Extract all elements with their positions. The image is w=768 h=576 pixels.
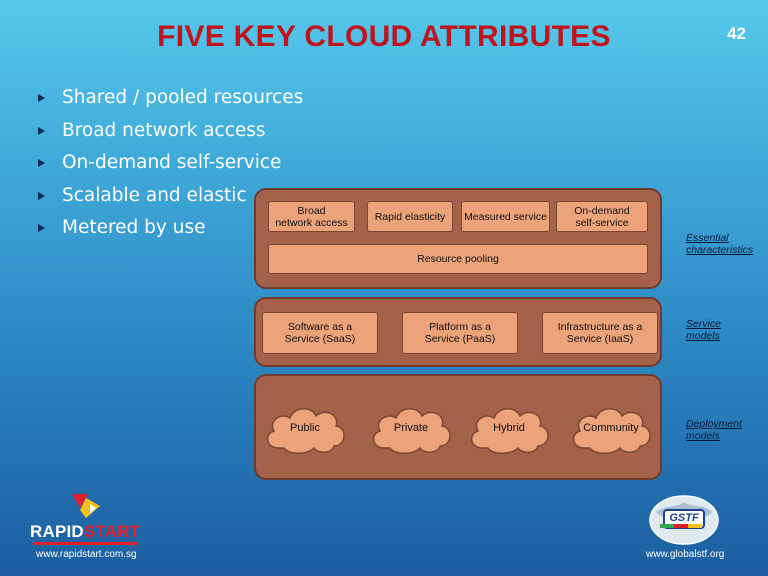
public-cloud: Public bbox=[262, 400, 348, 456]
bullet-arrow-icon bbox=[38, 224, 45, 232]
rapidstart-wordmark: RAPIDSTART bbox=[30, 522, 140, 542]
bullet-text: Shared / pooled resources bbox=[62, 87, 304, 108]
gstf-wordmark: GSTF bbox=[669, 512, 699, 524]
cloud-icon bbox=[266, 408, 345, 454]
rapidstart-wordmark-a: RAPID bbox=[30, 522, 84, 541]
bullet-arrow-icon bbox=[38, 191, 45, 200]
bullet-arrow-icon bbox=[38, 94, 45, 102]
rapid-elasticity-box: Rapid elasticity bbox=[367, 201, 453, 232]
slide-title: FIVE KEY CLOUD ATTRIBUTES bbox=[157, 20, 611, 53]
deployment-models-label: Deployment models bbox=[686, 418, 743, 442]
cloud-icon bbox=[470, 408, 549, 454]
cloud-icon bbox=[572, 408, 651, 454]
paas-box: Platform as a Service (PaaS) bbox=[402, 312, 518, 354]
bullet-item: On-demand self-service bbox=[38, 149, 303, 182]
bullet-item: Metered by use bbox=[38, 214, 303, 247]
broad-network-access-box: Broad network access bbox=[268, 201, 355, 232]
saas-box: Software as a Service (SaaS) bbox=[262, 312, 378, 354]
slide-number: 42 bbox=[727, 24, 746, 43]
rapidstart-url: www.rapidstart.com.sg bbox=[36, 549, 137, 560]
deployment-models-layer: Public Private Hybrid Community bbox=[254, 374, 662, 480]
on-demand-self-service-box: On-demand self-service bbox=[556, 201, 648, 232]
service-models-layer: Software as a Service (SaaS) Platform as… bbox=[254, 297, 662, 367]
bullet-text: Scalable and elastic bbox=[62, 184, 247, 206]
resource-pooling-box: Resource pooling bbox=[268, 244, 648, 274]
bullet-item: Broad network access bbox=[38, 117, 303, 150]
gstf-url: www.globalstf.org bbox=[646, 549, 725, 560]
bullet-text: Metered by use bbox=[62, 217, 206, 238]
rapidstart-tagline-bar bbox=[34, 542, 138, 545]
globe-icon bbox=[649, 495, 719, 545]
rapidstart-emblem-icon bbox=[72, 494, 100, 518]
bullet-text: On-demand self-service bbox=[62, 152, 282, 173]
hybrid-label: Hybrid bbox=[493, 422, 525, 434]
iaas-box: Infrastructure as a Service (IaaS) bbox=[542, 312, 658, 354]
bullet-item: Shared / pooled resources bbox=[38, 84, 303, 117]
cloud-icon bbox=[372, 408, 451, 454]
bullet-item: Scalable and elastic bbox=[38, 182, 303, 215]
essential-characteristics-layer: Broad network access Rapid elasticity Me… bbox=[254, 188, 662, 289]
rapidstart-wordmark-b: START bbox=[83, 522, 141, 541]
bullet-arrow-icon bbox=[38, 159, 45, 167]
private-label: Private bbox=[393, 422, 429, 434]
gstf-logo: GSTF bbox=[648, 494, 720, 546]
bullet-text: Broad network access bbox=[62, 119, 266, 141]
measured-service-box: Measured service bbox=[461, 201, 550, 232]
public-label: Public bbox=[290, 422, 320, 434]
bullet-list: Shared / pooled resources Broad network … bbox=[38, 84, 303, 247]
service-models-label: Service models bbox=[686, 318, 722, 342]
bullet-arrow-icon bbox=[38, 126, 45, 135]
hybrid-cloud: Hybrid bbox=[466, 400, 552, 456]
private-cloud: Private bbox=[368, 400, 454, 456]
community-cloud: Community bbox=[568, 400, 654, 456]
community-label: Community bbox=[583, 422, 639, 434]
essential-characteristics-label: Essential characteristics bbox=[686, 232, 754, 256]
